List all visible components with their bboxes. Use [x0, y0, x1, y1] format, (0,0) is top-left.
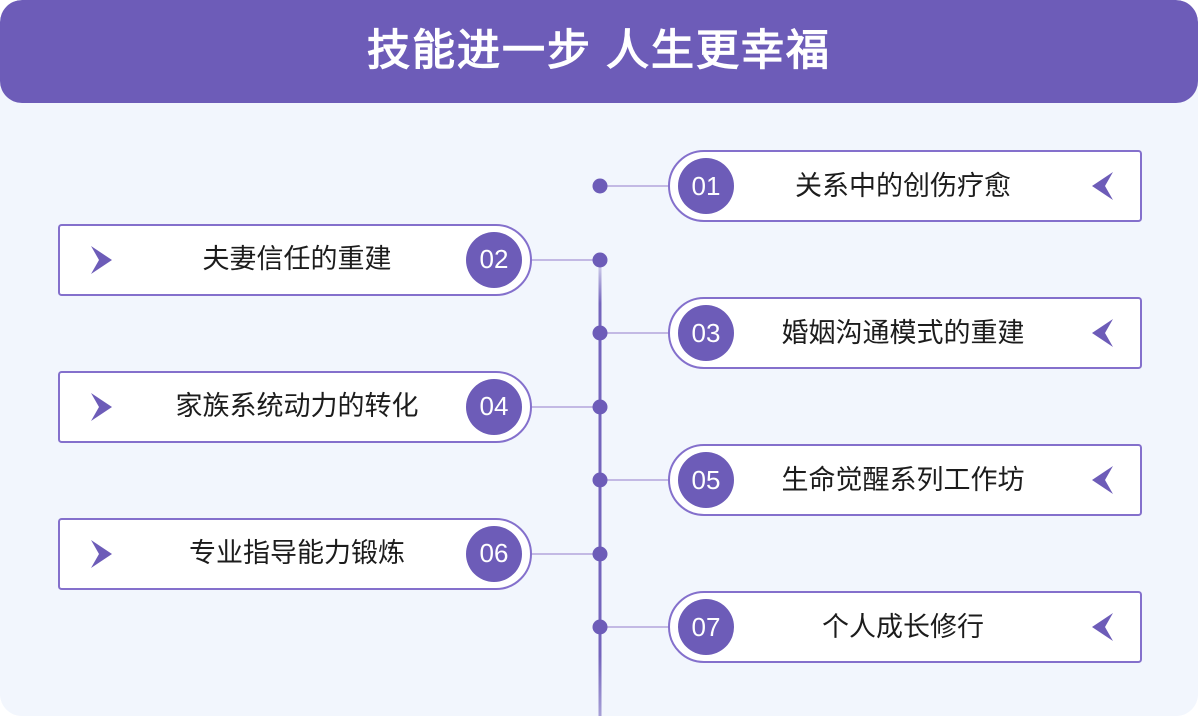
step-number-badge: 03 [678, 305, 734, 361]
timeline-node-dot [592, 252, 608, 267]
step-number-badge: 06 [466, 525, 522, 582]
chevron-right-icon [88, 391, 118, 423]
timeline-node-dot [592, 178, 608, 194]
timeline-card-04[interactable]: 04 家族系统动力的转化 [58, 370, 532, 443]
chevron-left-icon [1086, 170, 1116, 202]
timeline-connector [600, 332, 698, 334]
step-number-badge: 02 [466, 231, 522, 288]
chevron-right-icon [88, 244, 118, 276]
card-label: 婚姻沟通模式的重建 [781, 317, 1025, 348]
timeline-card-07[interactable]: 07 个人成长修行 [668, 591, 1142, 663]
step-number-badge: 04 [466, 378, 522, 435]
timeline-connector [600, 479, 698, 481]
timeline-card-01[interactable]: 01 关系中的创伤疗愈 [668, 150, 1142, 222]
timeline-connector [506, 405, 600, 408]
timeline-connector [506, 258, 600, 261]
header-banner: 技能进一步 人生更幸福 [0, 0, 1198, 103]
chevron-left-icon [1086, 464, 1116, 496]
chevron-right-icon [88, 538, 118, 570]
chevron-left-icon [1086, 611, 1116, 643]
timeline-card-05[interactable]: 05 生命觉醒系列工作坊 [668, 444, 1142, 516]
timeline-card-02[interactable]: 02 夫妻信任的重建 [58, 223, 532, 296]
card-label: 家族系统动力的转化 [175, 391, 419, 421]
timeline-node-dot [592, 472, 608, 488]
timeline-connector [506, 552, 600, 555]
timeline-node-dot [592, 619, 608, 635]
timeline-body: 01 关系中的创伤疗愈 02 夫妻信任的重建 03 婚姻沟通模式的重建 04 家族系统动力的转… [0, 103, 1198, 716]
chevron-left-icon [1086, 317, 1116, 349]
card-label: 生命觉醒系列工作坊 [781, 464, 1025, 495]
timeline-node-dot [592, 546, 608, 561]
step-number-badge: 01 [678, 158, 734, 214]
step-number-badge: 05 [678, 452, 734, 508]
timeline-card-06[interactable]: 06 专业指导能力锻炼 [58, 517, 532, 590]
timeline-node-dot [592, 399, 608, 414]
card-label: 夫妻信任的重建 [202, 244, 392, 274]
timeline-connector [600, 185, 698, 187]
card-label: 专业指导能力锻炼 [189, 538, 405, 568]
timeline-card-03[interactable]: 03 婚姻沟通模式的重建 [668, 297, 1142, 369]
card-label: 关系中的创伤疗愈 [795, 170, 1011, 201]
card-label: 个人成长修行 [822, 611, 984, 642]
page-title: 技能进一步 人生更幸福 [367, 27, 831, 75]
timeline-node-dot [592, 325, 608, 341]
timeline-connector [600, 626, 698, 628]
step-number-badge: 07 [678, 599, 734, 655]
